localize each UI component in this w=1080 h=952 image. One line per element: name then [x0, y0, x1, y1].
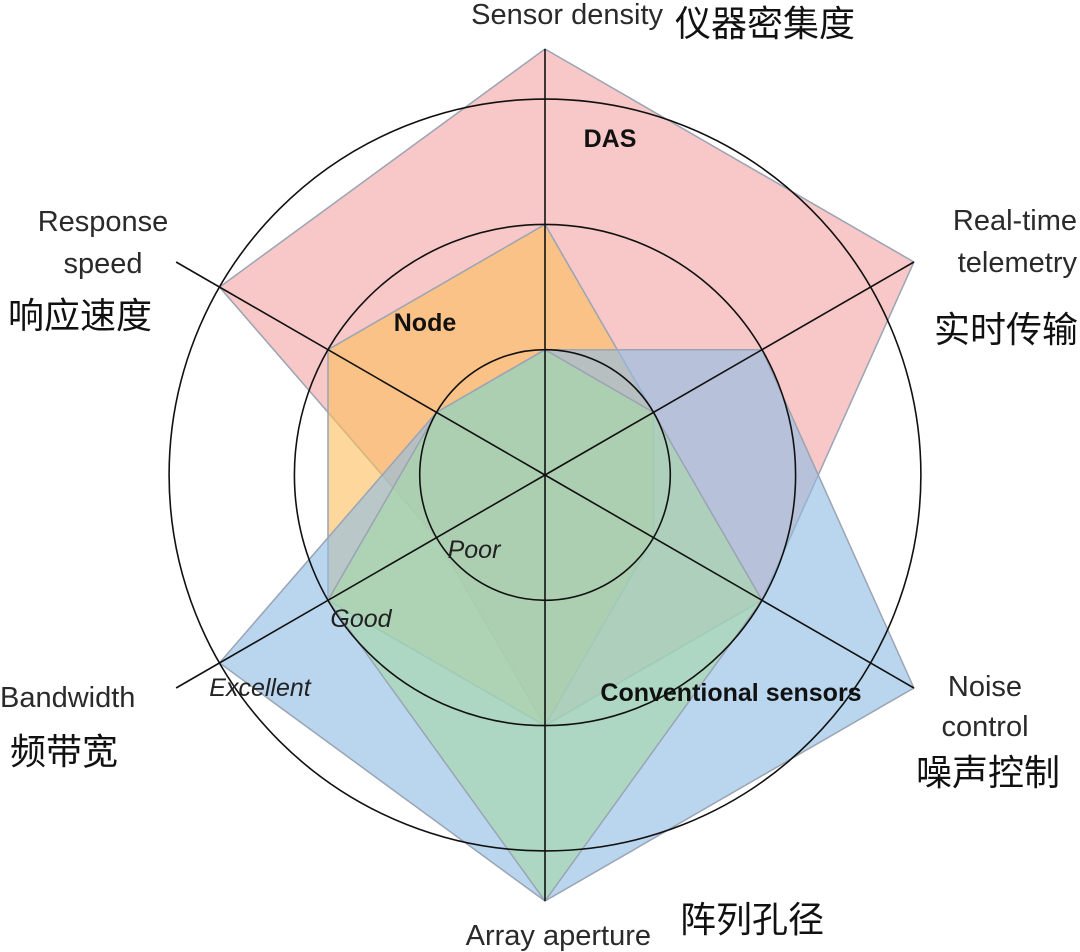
- ring-label-poor: Poor: [448, 536, 502, 564]
- axis-spoke-5: [175, 474, 546, 689]
- axis-label-zh-noise-control: 噪声控制: [916, 753, 1060, 794]
- ring-label-good: Good: [330, 605, 392, 633]
- axis-label-zh-sensor-density: 仪器密集度: [675, 4, 855, 45]
- axis-label-zh-response-speed: 响应速度: [8, 296, 152, 337]
- axis-spoke-6: [175, 261, 546, 476]
- ring-label-excellent: Excellent: [209, 674, 311, 702]
- axis-label-sensor-density: Sensor density: [471, 0, 663, 31]
- grid: [168, 49, 922, 901]
- axis-spoke-3: [544, 474, 915, 689]
- axis-label-array-aperture: Array aperture: [466, 920, 651, 952]
- series-polygons: [218, 48, 915, 902]
- series-label-node: Node: [394, 309, 457, 337]
- axis-label-zh-array-aperture: 阵列孔径: [680, 900, 824, 941]
- series-label-conventional-sensors: Conventional sensors: [600, 679, 861, 707]
- axis-spoke-2: [544, 261, 915, 476]
- series-label-das: DAS: [584, 125, 637, 153]
- axis-label-zh-bandwidth: 频带宽: [10, 732, 118, 773]
- axis-label-bandwidth: Bandwidth: [0, 682, 135, 714]
- axis-label-zh-real-time-telemetry: 实时传输: [934, 310, 1078, 351]
